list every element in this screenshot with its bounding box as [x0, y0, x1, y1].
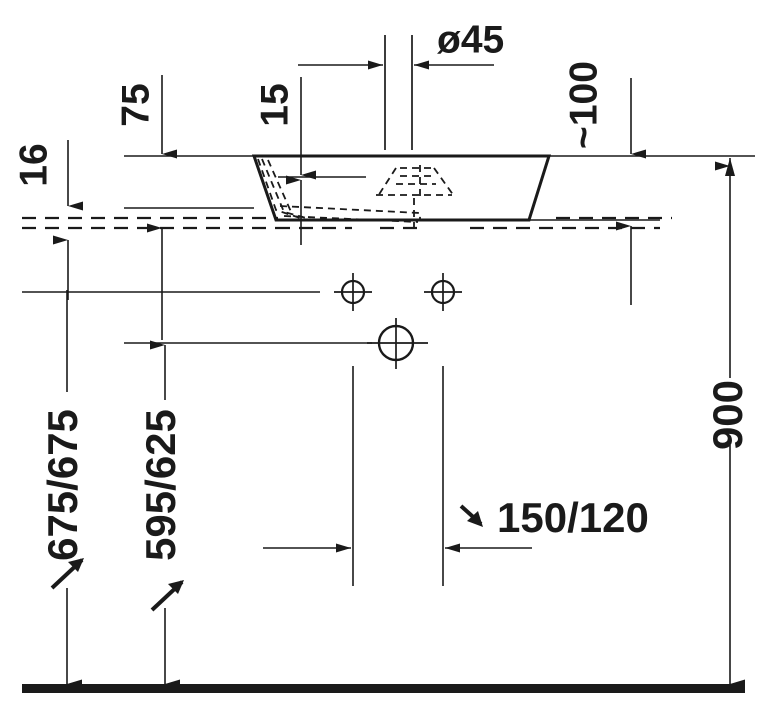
label-approx-100: ~100	[562, 61, 605, 149]
dimension-900: 900	[704, 158, 751, 689]
tap-hole-right	[424, 273, 462, 311]
basin-hidden-bowl-floor-b	[283, 215, 419, 223]
dimension-595-625: 595/625	[137, 340, 184, 689]
basin-hidden-overflow-f	[433, 167, 455, 197]
dimension-15: 15	[253, 77, 316, 245]
basin-hidden-left-wall-c	[267, 159, 293, 215]
extension-lines	[22, 155, 755, 344]
label-diameter-45: ø45	[437, 18, 504, 61]
label-595-625: 595/625	[137, 409, 184, 561]
dimension-150-120: 150/120	[263, 494, 649, 553]
dimension-approx-100: ~100	[562, 61, 646, 305]
tap-hole-markers	[334, 273, 462, 369]
waste-outlet-marker	[367, 318, 428, 369]
tap-hole-centerlines	[352, 366, 444, 586]
dimension-675-675: 675/675	[39, 290, 86, 689]
dim-900-top-arrowhead	[725, 158, 735, 176]
dimension-diameter-45: ø45	[298, 18, 504, 150]
label-75: 75	[114, 83, 157, 126]
floor-line-group	[22, 684, 745, 693]
dimension-75: 75	[114, 75, 177, 340]
basin-hidden-left-wall-a	[257, 158, 301, 219]
dim-595-leader-arrowhead	[168, 580, 184, 594]
floor-line	[22, 684, 745, 693]
label-675-675: 675/675	[39, 409, 86, 561]
dimension-16: 16	[12, 140, 83, 300]
tap-hole-left	[334, 273, 372, 311]
label-150-120: 150/120	[497, 494, 649, 541]
basin-hidden-overflow-a	[377, 167, 397, 197]
basin-hidden-contours	[257, 158, 455, 232]
label-16: 16	[12, 143, 55, 186]
dim-675-leader-arrowhead	[68, 558, 84, 572]
label-15: 15	[253, 83, 296, 126]
dim-150-leader-arrowhead	[467, 511, 483, 527]
basin-hidden-bowl-floor	[279, 205, 421, 221]
label-900: 900	[704, 380, 751, 450]
